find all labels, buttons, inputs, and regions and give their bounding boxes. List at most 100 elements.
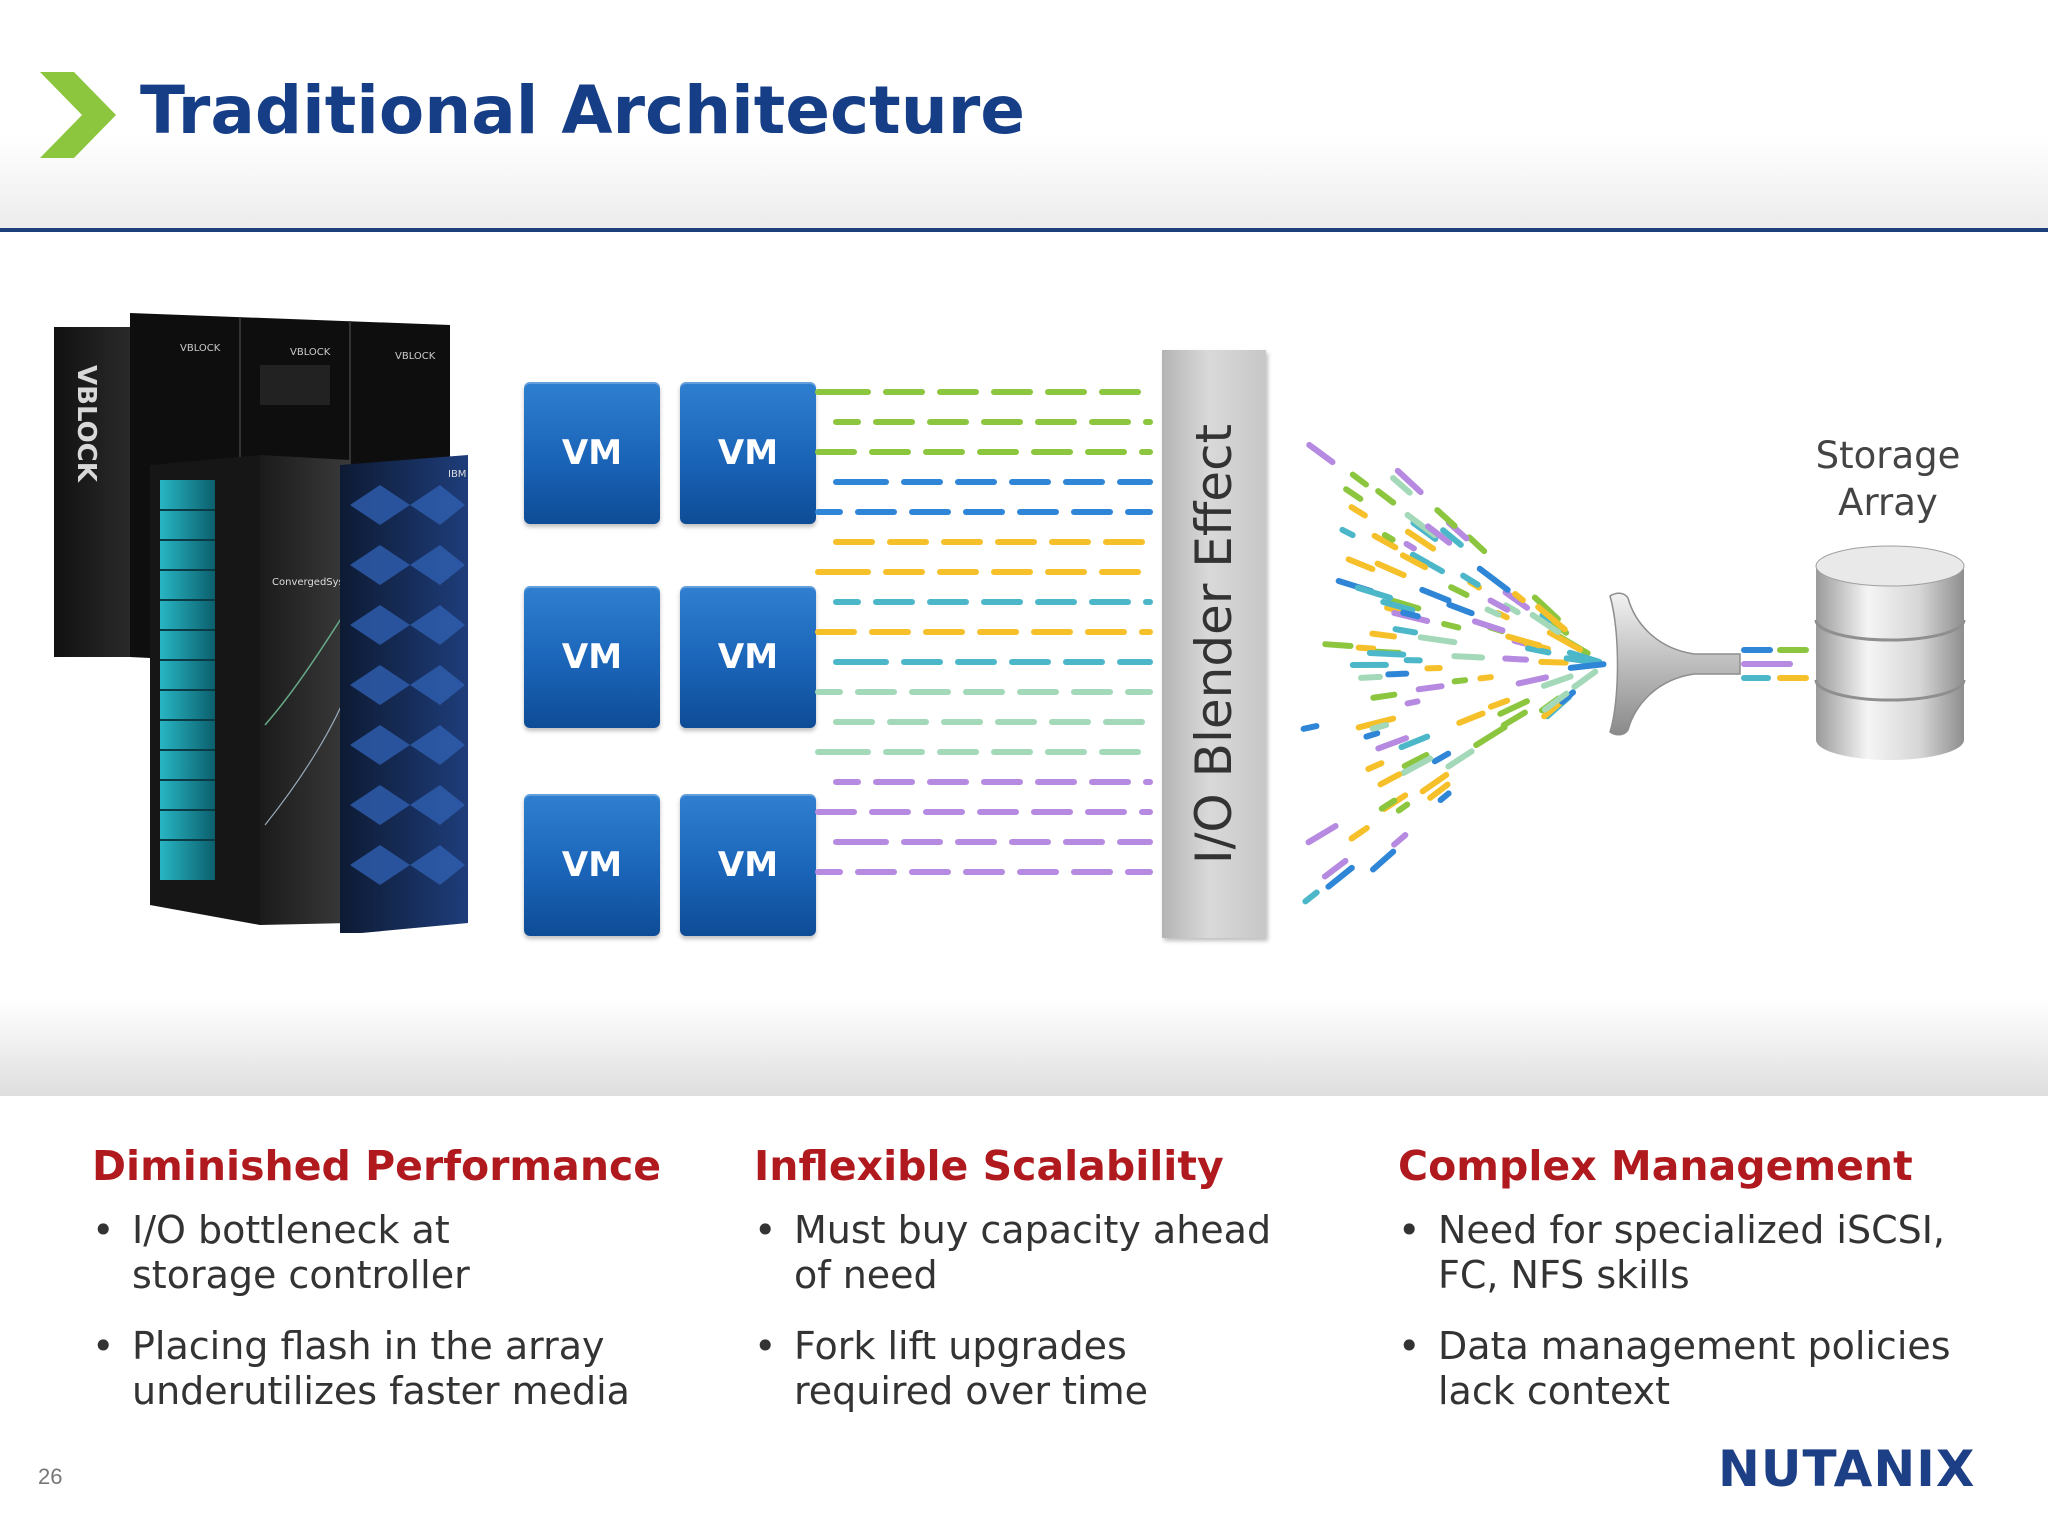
io-dash xyxy=(1448,584,1470,598)
io-dash xyxy=(1369,721,1390,732)
io-dash xyxy=(1451,677,1469,685)
io-dash xyxy=(1374,560,1407,579)
io-dash xyxy=(1371,532,1399,551)
svg-text:ConvergedSys: ConvergedSys xyxy=(272,577,344,588)
io-dash xyxy=(1404,698,1421,707)
column-management: Complex Management •Need for specialized… xyxy=(1398,1138,1998,1440)
bullet-list: •Need for specialized iSCSI,FC, NFS skil… xyxy=(1398,1208,1998,1414)
svg-text:VBLOCK: VBLOCK xyxy=(395,351,436,362)
io-dash xyxy=(1399,552,1429,571)
io-dash xyxy=(1546,629,1583,653)
io-dash xyxy=(1539,612,1553,624)
column-heading: Complex Management xyxy=(1398,1142,1913,1190)
header-divider xyxy=(0,228,2048,232)
io-dash xyxy=(1419,771,1450,795)
bullet-line: Data management policies xyxy=(1438,1324,1951,1368)
io-dash xyxy=(1305,823,1339,846)
io-dash xyxy=(1445,748,1475,770)
database-cylinder-icon xyxy=(1814,545,1966,760)
io-dash xyxy=(1380,599,1416,614)
io-dash xyxy=(1440,527,1464,548)
header-band xyxy=(0,0,2048,228)
io-dash xyxy=(1302,889,1320,905)
io-dash xyxy=(1512,591,1526,604)
io-dash xyxy=(1400,609,1421,620)
io-dash xyxy=(1375,488,1397,506)
storage-label-line-1: Storage xyxy=(1815,434,1961,477)
funnel-icon xyxy=(1609,592,1741,736)
column-heading: Diminished Performance xyxy=(92,1142,662,1190)
io-dash xyxy=(1366,650,1407,658)
io-dash xyxy=(1567,661,1607,671)
chevron-icon xyxy=(40,72,116,158)
io-dash xyxy=(1322,641,1354,649)
io-blender-bar xyxy=(1162,350,1266,938)
io-dash xyxy=(1385,670,1410,678)
page-title: Traditional Architecture xyxy=(140,72,1026,149)
storage-label-line-2: Array xyxy=(1838,481,1938,524)
io-dash xyxy=(1566,649,1603,665)
bullet-line: lack context xyxy=(1438,1369,1671,1413)
io-dash xyxy=(1401,752,1430,770)
io-dash xyxy=(1542,690,1570,713)
io-dash xyxy=(1417,634,1458,646)
column-heading: Inflexible Scalability xyxy=(754,1142,1224,1190)
bullet-line: underutilizes faster media xyxy=(132,1369,630,1413)
io-dash xyxy=(1392,626,1419,636)
bullet-line: storage controller xyxy=(132,1253,470,1297)
bullet-line: FC, NFS skills xyxy=(1438,1253,1690,1297)
io-dash xyxy=(1502,655,1530,663)
bullet-line: I/O bottleneck at xyxy=(132,1208,450,1252)
io-dash xyxy=(1529,611,1562,636)
io-dash xyxy=(1473,724,1508,749)
io-dash xyxy=(1477,674,1494,682)
io-dash xyxy=(1345,556,1376,573)
io-dash xyxy=(1460,572,1481,588)
io-dash xyxy=(1409,551,1446,575)
io-dash xyxy=(1487,597,1511,613)
io-dash xyxy=(1502,602,1521,616)
io-dash xyxy=(1415,683,1445,693)
io-dash xyxy=(1476,565,1511,593)
io-dash xyxy=(1451,653,1486,661)
svg-text:VBLOCK: VBLOCK xyxy=(290,347,331,358)
io-dash xyxy=(1321,857,1349,880)
vm-tile: VM xyxy=(524,586,660,728)
svg-text:VBLOCK: VBLOCK xyxy=(180,343,221,354)
io-dash xyxy=(1559,689,1577,705)
vm-tile: VM xyxy=(524,382,660,524)
bullet-line: required over time xyxy=(794,1369,1148,1413)
io-dash xyxy=(1365,760,1385,772)
bullet-line: Placing flash in the array xyxy=(132,1324,605,1368)
io-dash xyxy=(1434,507,1458,529)
io-dash xyxy=(1437,790,1452,804)
page-number: 26 xyxy=(38,1464,63,1489)
vm-tile: VM xyxy=(680,382,816,524)
nutanix-logo: NUTANIX xyxy=(1718,1440,1976,1498)
io-dash xyxy=(1391,832,1409,848)
io-dash xyxy=(1398,733,1431,751)
column-scalability: Inflexible Scalability •Must buy capacit… xyxy=(754,1138,1354,1440)
column-performance: Diminished Performance •I/O bottleneck a… xyxy=(92,1138,692,1440)
io-dash xyxy=(1386,596,1422,612)
io-dash xyxy=(1375,735,1409,752)
io-dash xyxy=(1515,674,1549,687)
io-dash xyxy=(1348,828,1365,842)
io-dash xyxy=(1343,486,1364,502)
io-dash xyxy=(1370,848,1397,873)
storage-array-label: Storage Array xyxy=(1788,432,1988,526)
bullet-line: Must buy capacity ahead xyxy=(794,1208,1272,1252)
bullet-line: Fork lift upgrades xyxy=(794,1324,1127,1368)
server-racks-image: VBLOCK VBLOCK VBLOCK VBLOCK ConvergedSys xyxy=(54,313,468,933)
io-dash xyxy=(1400,755,1434,777)
svg-text:IBM: IBM xyxy=(448,469,466,480)
io-dash xyxy=(1571,668,1599,690)
io-dash xyxy=(1500,709,1528,729)
